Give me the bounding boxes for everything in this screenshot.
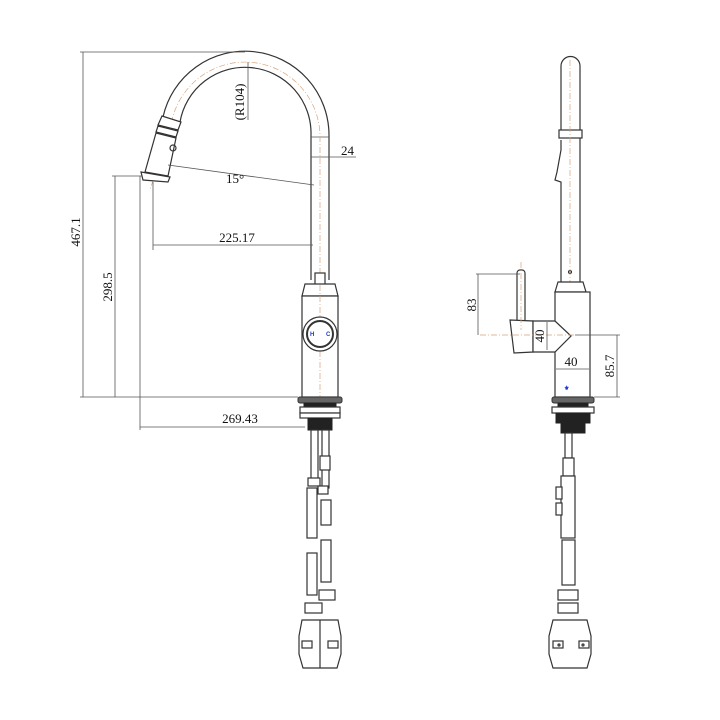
base-mount: [297, 396, 343, 431]
pull-down-spray-head: [140, 115, 182, 183]
body-diameter-label: 40: [565, 354, 578, 369]
spout: [149, 50, 330, 285]
dimension-spout-reach: 225.17: [152, 182, 313, 250]
dimension-handle-axis-height: 85.7: [575, 334, 620, 398]
side-view: ⚜ 83 40 40 85.7: [464, 55, 620, 669]
pull-down-weight: [298, 619, 342, 669]
dimension-spout-diameter: 24: [311, 143, 356, 158]
dimension-nozzle-angle: 15°: [167, 164, 315, 186]
dimension-total-reach: 269.43: [139, 176, 305, 430]
side-pull-down-weight: [548, 619, 592, 669]
dimension-spout-radius: (R104): [232, 62, 249, 121]
spout-reach-label: 225.17: [219, 230, 255, 245]
nozzle-angle-label: 15°: [226, 171, 244, 186]
handle-diameter-label: 40: [532, 330, 547, 343]
total-reach-label: 269.43: [222, 411, 258, 426]
cold-mark: C: [326, 332, 331, 338]
spout-diameter-label: 24: [341, 143, 355, 158]
side-handle: [480, 262, 575, 354]
brand-mark: ⚜: [564, 385, 569, 392]
supply-hoses: [304, 429, 336, 614]
dimension-handle-diameter: 40: [532, 322, 548, 350]
mixing-knob: H C: [302, 316, 338, 352]
spout-radius-label: (R104): [232, 84, 247, 121]
lever-height-label: 83: [464, 299, 479, 312]
overall-height-label: 467.1: [68, 217, 83, 246]
handle-axis-height-label: 85.7: [602, 354, 617, 377]
outlet-height-label: 298.5: [100, 272, 115, 301]
dimension-outlet-height: 298.5: [100, 175, 142, 397]
hot-mark: H: [310, 332, 314, 338]
dimension-overall-height: 467.1: [68, 51, 298, 398]
side-base-mount: [551, 396, 595, 434]
dimension-lever-height: 83: [464, 273, 520, 335]
dimension-body-diameter: 40: [556, 354, 589, 370]
front-view: H C 467.1 298.5 (R104) 24: [68, 50, 356, 669]
side-supply-hose: [555, 432, 579, 614]
